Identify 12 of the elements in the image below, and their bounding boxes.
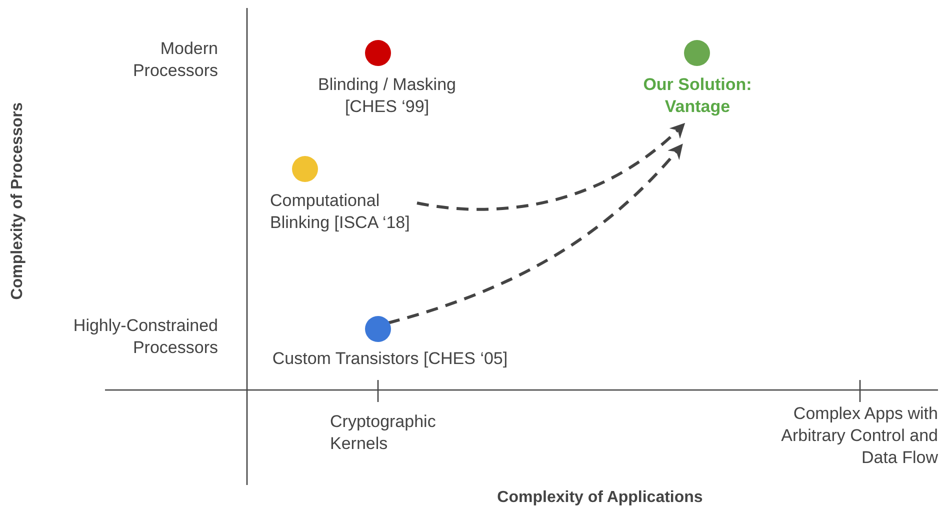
axis-title: Complexity of Applications	[496, 488, 704, 508]
axis-label: Modern Processors	[132, 38, 218, 82]
axis-label: Cryptographic Kernels	[330, 411, 437, 455]
point-label: Computational Blinking [ISCA ‘18]	[270, 190, 411, 234]
axis-title: Complexity of Processors	[8, 101, 27, 302]
axis-label: Highly-Constrained Processors	[72, 315, 218, 359]
point-label: Custom Transistors [CHES ‘05]	[271, 348, 509, 370]
arrow	[416, 122, 686, 211]
point-label: Our Solution: Vantage	[642, 74, 753, 118]
axis-label: Complex Apps with Arbitrary Control and Data Flow	[780, 403, 938, 469]
point-label: Blinding / Masking [CHES ‘99]	[317, 74, 457, 118]
arrow	[388, 144, 683, 324]
